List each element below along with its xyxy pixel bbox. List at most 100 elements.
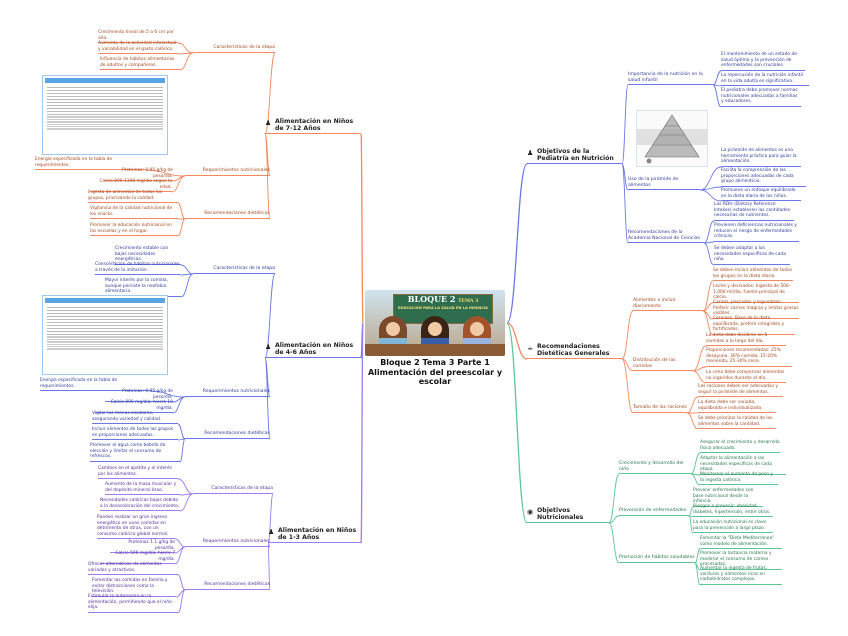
topic-requerimientos[interactable]: Requerimientos nutricionales xyxy=(185,168,270,176)
leaf-item[interactable]: La dieta debe ser variada, equilibrada e… xyxy=(698,400,776,413)
leaf-item[interactable]: Se deben incluir alimentos de todos los … xyxy=(713,268,793,281)
leaf-item[interactable]: Estimular la autonomía en la alimentació… xyxy=(88,594,178,613)
leaf-item[interactable]: Carnes, pescados y legumbres: Preferir c… xyxy=(713,300,799,319)
leaf-item[interactable]: La cena debe compensar alimentos no inge… xyxy=(706,370,786,383)
connector-line xyxy=(702,310,714,336)
topic[interactable]: Distribución de las comidas xyxy=(633,358,693,371)
branch-label: Alimentación en Niños de 7-12 Años xyxy=(275,118,354,133)
leaf-item[interactable]: Necesidades calóricas bajas debido a la … xyxy=(100,498,180,511)
topic[interactable]: Uso de la pirámide de alimentos xyxy=(628,177,700,190)
leaf-item[interactable]: Monitorear el aumento de peso y la inges… xyxy=(700,472,778,485)
central-topic-title[interactable]: Bloque 2 Tema 3 Parte 1 Alimentación del… xyxy=(367,358,503,386)
branch-7-12[interactable]: ♟Alimentación en Niños de 7-12 Años xyxy=(265,118,361,135)
leaf-item[interactable]: Crecimiento lineal de 5 a 6 cm por año. xyxy=(98,30,178,43)
branch-label: Recomendaciones Dietéticas Generales xyxy=(537,343,610,358)
leaf-item[interactable]: La repercusión de la nutrición infantil … xyxy=(721,73,809,86)
leaf-item[interactable]: Vigilancia de la calidad nutricional de … xyxy=(90,206,178,219)
leaf-item[interactable]: Aumento de la actividad intelectual y va… xyxy=(98,41,178,54)
leaf-item[interactable]: Fomentar las comidas en familia y evitar… xyxy=(92,578,176,597)
leaf-item[interactable]: Vigilar los menús escolares, asegurando … xyxy=(92,411,178,424)
leaf-item[interactable]: Aumento de la masa muscular y del depósi… xyxy=(105,482,180,495)
topic[interactable]: Recomendaciones de la Academia Nacional … xyxy=(628,230,704,243)
leaf-item[interactable]: Promover la educación nutricional en las… xyxy=(90,223,178,236)
leaf-item[interactable]: Cereales: Base de la dieta equilibrada, … xyxy=(713,316,795,335)
leaf-item[interactable]: Proteínas: 0.95 g/kg de peso/día. xyxy=(105,389,173,402)
connector-line xyxy=(177,478,194,495)
connector-line xyxy=(692,366,707,372)
leaf-item[interactable]: Consolidación de hábitos nutricionales a… xyxy=(95,262,180,275)
central-topic-image[interactable]: BLOQUE 2 TEMA 3 EDUCACIÓN PARA LA SALUD … xyxy=(365,290,505,356)
branch-1-3[interactable]: ♟Alimentación en Niños de 1-3 Años xyxy=(268,527,361,544)
connector-line xyxy=(177,218,186,237)
leaf-item[interactable]: Incluir alimentos de todos los grupos en… xyxy=(92,427,178,440)
connector-line xyxy=(703,241,715,244)
leaf-item[interactable]: Ofrecer alternativas de alimentos variad… xyxy=(88,562,178,575)
food-pyramid-image[interactable] xyxy=(636,110,708,167)
leaf-item[interactable]: Adaptar la alimentación a las necesidade… xyxy=(700,456,786,475)
leaf-item[interactable]: Las raciones deben ser adecuadas y segui… xyxy=(698,384,783,397)
topic[interactable]: Importancia de la nutrición en la salud … xyxy=(628,72,713,85)
branch-objetivos-nutricionales[interactable]: ◉Objetivos Nutricionales xyxy=(527,507,609,524)
topic-recomendaciones[interactable]: Recomendaciones dietéticas xyxy=(185,582,270,590)
leaf-item[interactable]: El pediatra debe promover normas nutrici… xyxy=(721,88,801,107)
topic-caracteristicas[interactable]: Características de la etapa xyxy=(193,45,275,53)
leaf-item[interactable]: Promover el agua como bebida de elección… xyxy=(90,443,180,462)
leaf-item[interactable]: Se debe priorizar la calidad de los alim… xyxy=(698,416,776,429)
connector-line xyxy=(712,84,722,108)
requirements-table-image[interactable] xyxy=(42,295,168,375)
leaf-item[interactable]: Se deben adaptar a las necesidades espec… xyxy=(714,246,790,265)
topic-caracteristicas[interactable]: Características de la etapa xyxy=(193,266,275,274)
leaf-item[interactable]: El mantenimiento de un estado de salud ó… xyxy=(721,52,805,71)
connector-line xyxy=(692,370,707,384)
branch-recomendaciones-generales[interactable]: ☕Recomendaciones Dietéticas Generales xyxy=(527,343,622,360)
topic[interactable]: Alimentos a incluir diariamente xyxy=(633,298,703,311)
leaf-item[interactable]: Leche y derivados: Ingesta de 500-1,000 … xyxy=(713,284,799,303)
leaf-item[interactable]: Facilita la comprensión de las proporcio… xyxy=(721,168,806,187)
leaf-item[interactable]: Proporciones recomendadas: 25% desayuno,… xyxy=(706,348,792,367)
topic[interactable]: Tamaño de las raciones xyxy=(633,405,687,413)
leaf-item[interactable]: Pueden realizar un gran ingreso energéti… xyxy=(97,515,175,539)
leaf-item[interactable]: Prevenir enfermedades con base nutricion… xyxy=(693,488,763,507)
leaf-item[interactable]: Calcio 500 mg/día; hierro 7 mg/día. xyxy=(100,551,175,564)
branch-4-6[interactable]: ♟Alimentación en Niños de 4-6 Años xyxy=(265,342,361,359)
leaf-item[interactable]: La pirámide de alimentos es una herramie… xyxy=(721,148,801,167)
topic-recomendaciones[interactable]: Recomendaciones dietéticas xyxy=(185,211,270,219)
leaf-item[interactable]: Riesgos a prevenir: obesidad, diabetes, … xyxy=(693,504,773,517)
topic-requerimientos[interactable]: Requerimientos nutricionales xyxy=(185,539,270,547)
requirements-table-image[interactable] xyxy=(42,75,168,155)
topic[interactable]: Prevención de enfermedades xyxy=(619,508,689,516)
connector-line xyxy=(690,473,701,476)
board-text: BLOQUE 2 xyxy=(407,294,456,304)
leaf-item[interactable]: Calcio 800-1300 mg/día según la edad. xyxy=(90,179,172,192)
leaf-item[interactable]: Aumentar la ingesta de frutas, verduras … xyxy=(700,566,782,585)
board-text: EDUCACIÓN PARA LA SALUD EN LA INFANCIA xyxy=(398,306,488,310)
leaf-item[interactable]: Asegurar el crecimiento y desarrollo fís… xyxy=(700,440,780,453)
topic[interactable]: Crecimiento y desarrollo del niño xyxy=(619,461,691,474)
leaf-item[interactable]: Promover la lactancia materna y moderar … xyxy=(700,551,782,570)
topic-requerimientos[interactable]: Requerimientos nutricionales xyxy=(185,389,270,397)
branch-objetivos-pediatria[interactable]: ♟Objetivos de la Pediatría en Nutrición xyxy=(527,148,622,165)
leaf-item[interactable]: Las RDIs (Dietary Reference Intakes) est… xyxy=(714,202,794,221)
leaf-item[interactable]: Cambios en el apetito y el interés por l… xyxy=(98,466,178,479)
leaf-item[interactable]: Promueve un enfoque equilibrado en la di… xyxy=(721,188,801,201)
leaf-item[interactable]: Proteínas: 0.95 g/kg de peso/día. xyxy=(105,168,173,181)
leaf-item[interactable]: Energía especificada en la tabla de requ… xyxy=(35,157,145,170)
topic-recomendaciones[interactable]: Recomendaciones dietéticas xyxy=(185,431,270,439)
connector-line xyxy=(621,84,629,165)
board-text: TEMA 3 xyxy=(458,299,479,304)
leaf-item[interactable]: Energía especificada en la tabla de requ… xyxy=(40,378,150,391)
leaf-item[interactable]: Previenen deficiencias nutricionales y r… xyxy=(714,223,799,242)
leaf-item[interactable]: La educación nutricional es clave para l… xyxy=(693,520,773,533)
leaf-item[interactable]: Crecimiento estable con bajas necesidade… xyxy=(115,246,181,265)
leaf-item[interactable]: Influencia de hábitos alimentarios de ad… xyxy=(100,57,180,70)
child-icon: ♟ xyxy=(268,528,275,536)
leaf-item[interactable]: Ingesta de alimentos de todos los grupos… xyxy=(88,190,178,203)
leaf-item[interactable]: Mayor interés por la comida, aunque pers… xyxy=(105,278,181,297)
leaf-item[interactable]: Calcio 800 mg/día; hierro 10 mg/día. xyxy=(95,400,173,413)
leaf-item[interactable]: Proteínas 1.1 g/kg de peso/día. xyxy=(110,540,175,553)
leaf-item[interactable]: Fomentar la "Dieta Mediterránea" como mo… xyxy=(700,536,782,549)
topic-caracteristicas[interactable]: Características de la etapa xyxy=(193,486,273,494)
leaf-item[interactable]: La dieta debe dividirse en 5 comidas a l… xyxy=(706,333,786,346)
branch-label: Objetivos de la Pediatría en Nutrición xyxy=(537,148,614,163)
topic[interactable]: Promoción de hábitos saludables xyxy=(619,555,695,563)
